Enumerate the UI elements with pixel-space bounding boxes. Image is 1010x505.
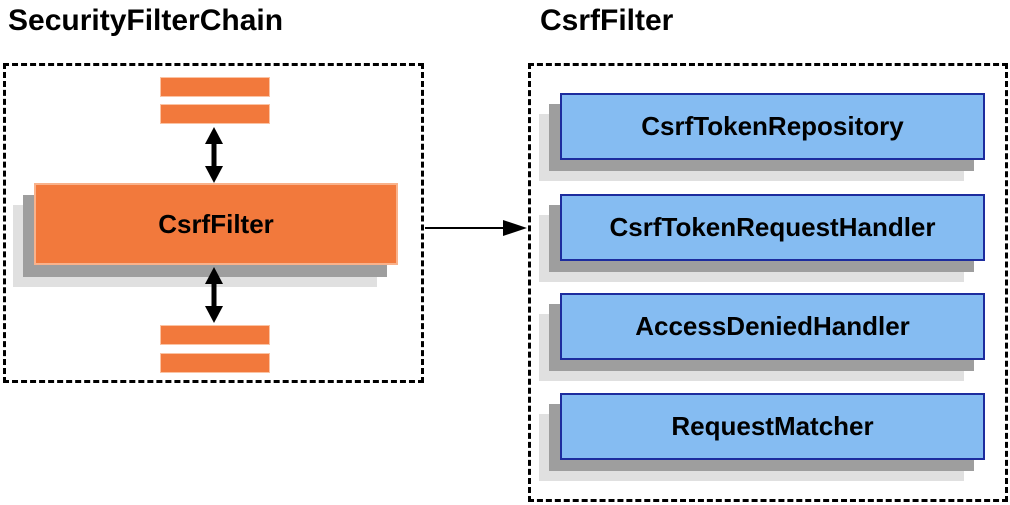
- component-box-request-matcher: RequestMatcher: [560, 393, 985, 460]
- filter-chain-bar: [160, 77, 270, 97]
- double-arrow-vertical-icon: [205, 127, 223, 183]
- component-box-access-denied-handler: AccessDeniedHandler: [560, 293, 985, 360]
- filter-chain-bar: [160, 353, 270, 373]
- arrow-right-icon: [425, 220, 527, 236]
- filter-chain-bar: [160, 104, 270, 124]
- component-label: CsrfTokenRequestHandler: [609, 212, 936, 242]
- csrf-filter-components-container: CsrfTokenRepository CsrfTokenRequestHand…: [528, 63, 1008, 502]
- double-arrow-vertical-icon: [205, 267, 223, 323]
- security-filter-chain-container: CsrfFilter: [3, 63, 424, 383]
- csrf-filter-label: CsrfFilter: [158, 208, 274, 239]
- component-label: CsrfTokenRepository: [641, 111, 904, 141]
- component-label: RequestMatcher: [671, 411, 874, 441]
- component-label: AccessDeniedHandler: [635, 311, 910, 341]
- component-box-csrf-token-request-handler: CsrfTokenRequestHandler: [560, 194, 985, 261]
- security-filter-chain-title: SecurityFilterChain: [8, 4, 284, 37]
- component-box-csrf-token-repository: CsrfTokenRepository: [560, 93, 985, 160]
- filter-chain-bar: [160, 325, 270, 345]
- csrf-filter-box: CsrfFilter: [34, 183, 398, 265]
- csrf-filter-title: CsrfFilter: [540, 4, 674, 37]
